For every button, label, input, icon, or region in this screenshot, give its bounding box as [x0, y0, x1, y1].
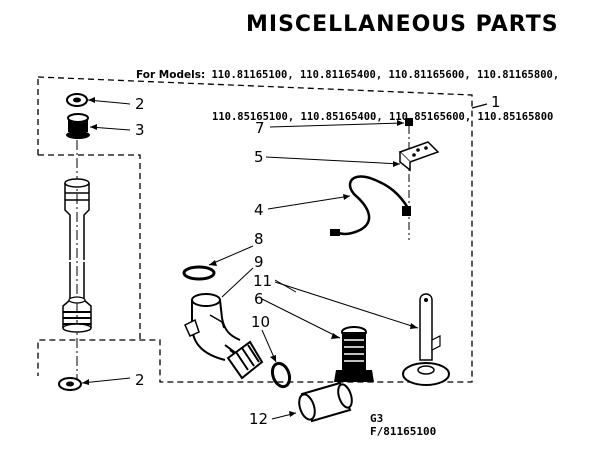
connector-tube — [226, 340, 264, 380]
callout-9: 9 — [254, 253, 264, 271]
wire-4 — [330, 175, 411, 236]
callout-10: 10 — [251, 313, 270, 331]
diagram-code-line-1: G3 — [370, 412, 384, 425]
ring-10 — [270, 361, 292, 389]
callout-2-top: 2 — [135, 95, 145, 113]
callout-11: 11 — [253, 272, 272, 290]
diagram-code: G3 F/81165100 — [370, 412, 436, 438]
post-11 — [402, 293, 450, 386]
callout-4: 4 — [254, 201, 264, 219]
coupling-12 — [298, 381, 353, 423]
callout-2-bottom: 2 — [135, 371, 145, 389]
washer-top — [66, 93, 88, 107]
callout-3: 3 — [135, 121, 145, 139]
callout-12: 12 — [249, 410, 268, 428]
callout-6: 6 — [254, 290, 264, 308]
bracket-5 — [398, 141, 440, 172]
page-title: MISCELLANEOUS PARTS — [246, 12, 559, 37]
callout-8: 8 — [254, 230, 264, 248]
callout-7: 7 — [255, 119, 265, 137]
fitting-6 — [334, 326, 374, 382]
callout-1: 1 — [491, 93, 501, 111]
ring-8 — [182, 265, 216, 281]
screw-7 — [405, 118, 413, 240]
washer-bottom — [58, 377, 82, 391]
diagram-code-line-2: F/81165100 — [370, 425, 437, 438]
models-line-1: 110.81165100, 110.81165400, 110.81165600… — [211, 69, 560, 81]
nut-3 — [66, 113, 90, 139]
kit-outline — [37, 76, 473, 383]
models-label: For Models: — [136, 69, 206, 81]
callout-5: 5 — [254, 148, 264, 166]
inlet-hose — [62, 178, 92, 333]
